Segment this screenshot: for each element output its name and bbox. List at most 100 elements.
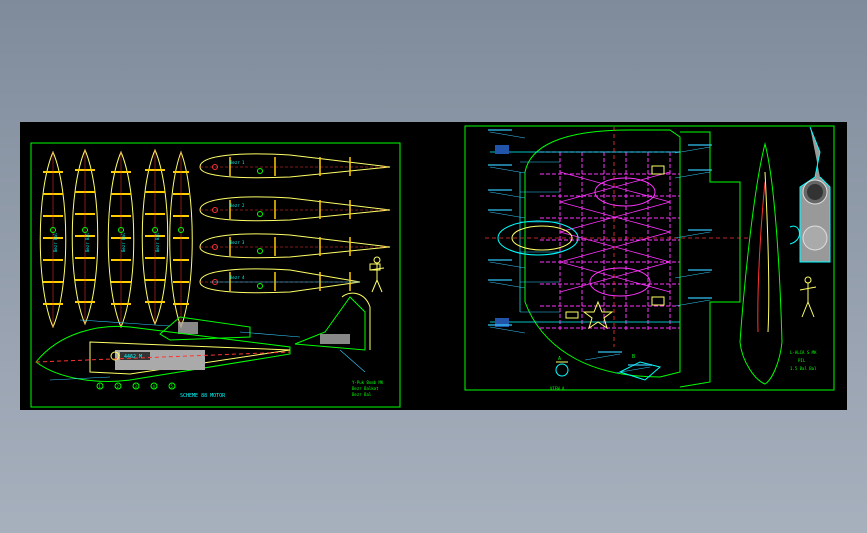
stabilizer-fill — [178, 322, 198, 334]
wing-outline — [524, 129, 681, 378]
stabilizer-part — [159, 316, 251, 341]
leader-text-block — [488, 129, 512, 131]
leader-text-block — [688, 297, 712, 299]
rib-marker — [257, 283, 263, 289]
rib-outline — [199, 268, 361, 294]
leader-line — [489, 261, 526, 269]
section-a: A — [558, 356, 561, 362]
leader-line — [674, 231, 711, 239]
right-title-1: L-ALCA S MK — [790, 350, 817, 355]
panel-label: Bezr Bal — [155, 232, 160, 252]
left-sheet-border — [30, 142, 401, 408]
part-number: 3 — [135, 384, 138, 389]
rib-hole — [212, 244, 218, 250]
wing-outline-right — [679, 131, 741, 388]
title-line-3: Bezr Bal — [352, 392, 372, 397]
rib-label: Bezr 3 — [230, 240, 245, 245]
panel-marker — [152, 227, 158, 233]
part-number-circle — [150, 382, 158, 390]
leader-line — [489, 211, 526, 219]
grid-diagonal — [559, 201, 671, 233]
fuselage-label: SCHEME 88 MOTOR — [180, 393, 226, 399]
leader-text-block — [488, 259, 512, 261]
panel-label: Bezr Bal — [85, 232, 90, 252]
leader-line — [489, 131, 526, 139]
part-number: 2 — [117, 384, 120, 389]
panel-marker — [82, 227, 88, 233]
front-view — [789, 126, 831, 263]
part-number-circle — [132, 382, 140, 390]
leader-text-block — [688, 169, 712, 171]
leader-lines — [488, 129, 712, 374]
view-label: VIEW A — [550, 386, 565, 391]
right-sheet-border — [464, 125, 835, 391]
right-title-block: L-ALCA S MK PIL 1.5 Bal Bal — [790, 350, 817, 371]
right-sheet: VIEW A A B L-ALCA S MK PIL 1.5 Bal Bal — [464, 125, 835, 391]
part-number-circle — [114, 382, 122, 390]
dimension-lines — [49, 281, 366, 381]
fin-outline — [341, 292, 371, 350]
leader-line — [489, 326, 526, 334]
right-title-2: PIL — [798, 358, 806, 363]
leader-line — [584, 353, 621, 361]
leader-text-block — [688, 229, 712, 231]
part-number: 4 — [153, 384, 156, 389]
leader-line — [489, 191, 526, 199]
leader-line — [674, 271, 711, 279]
grid-diagonal — [559, 171, 671, 203]
hardware-details — [495, 145, 665, 327]
fuselage-centerline — [35, 351, 291, 363]
rib-hole — [212, 164, 218, 170]
left-title-block: Y-Puk Bomb MK Bezr Balkat Bezr Bal — [352, 380, 384, 397]
grid-diagonal — [559, 231, 671, 263]
part-number-circle — [168, 382, 176, 390]
leader-text-block — [488, 209, 512, 211]
centerlines — [485, 127, 750, 347]
fin-fill — [320, 334, 350, 344]
rib-label: Bezr 2 — [230, 203, 245, 208]
leader-line — [674, 171, 711, 179]
leader-text-block — [488, 279, 512, 281]
fuselage-plan: 4462 M SCHEME 88 MOTOR — [35, 325, 291, 399]
rib-outline — [199, 153, 391, 179]
leader-text-block — [488, 324, 512, 326]
fuselage-side-view — [739, 142, 783, 385]
title-line-2: Bezr Balkat — [352, 386, 379, 391]
leader-text-block — [488, 189, 512, 191]
fuselage-core — [89, 341, 291, 375]
leader-line — [614, 366, 651, 374]
horizontal-ribs: Bezr 1 Bezr 2 Bezr 3 Bezr 4 — [199, 153, 391, 294]
right-title-3: 1.5 Bal Bal — [790, 366, 817, 371]
leader-line — [674, 146, 711, 154]
star-insignia — [582, 300, 614, 330]
panel-marker — [118, 227, 124, 233]
leader-line — [489, 281, 526, 289]
mechanic-figure-right — [799, 276, 817, 318]
rib-marker — [257, 248, 263, 254]
rib-label: Bezr 1 — [230, 160, 245, 165]
part-number: 1 — [99, 384, 102, 389]
rib-marker — [257, 168, 263, 174]
title-line-1: Y-Puk Bomb MK — [352, 380, 384, 385]
panel-label: Bezr Bal — [121, 232, 126, 252]
leader-text-block — [688, 269, 712, 271]
engine-nacelle — [497, 177, 656, 297]
panel-marker — [50, 227, 56, 233]
rib-marker — [257, 211, 263, 217]
panel-label: Bezr Bal — [53, 232, 58, 252]
grid-diagonal — [559, 261, 671, 293]
wing-structure-grid — [520, 151, 680, 332]
spar-lines — [490, 151, 680, 323]
leader-text-block — [598, 351, 622, 353]
panel-marker — [178, 227, 184, 233]
leader-line — [489, 166, 526, 174]
leader-line — [674, 299, 711, 307]
section-b: B — [632, 354, 635, 360]
rib-label: Bezr 4 — [230, 275, 245, 280]
part-number-circle — [96, 382, 104, 390]
rib-hole — [212, 207, 218, 213]
